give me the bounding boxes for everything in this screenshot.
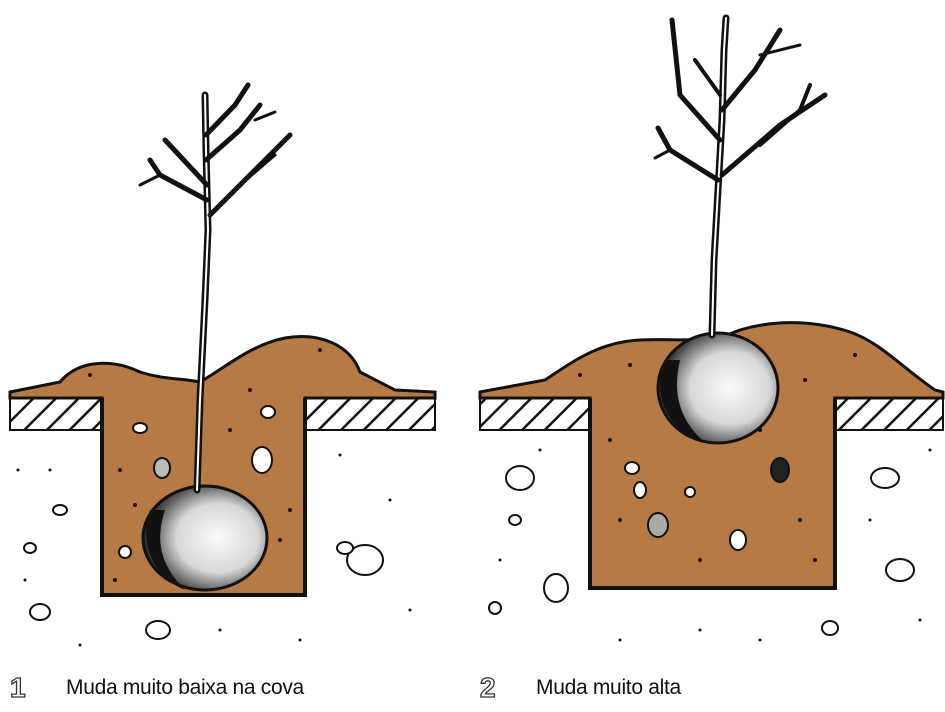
panel-number-1: 1	[10, 672, 44, 704]
caption-panel-2: 2 Muda muito alta	[480, 668, 681, 708]
caption-text-2: Muda muito alta	[536, 676, 681, 700]
root-ball-low	[143, 486, 267, 590]
ground-surface-right-2	[835, 398, 943, 430]
seedling-trunk-high	[655, 18, 825, 335]
ground-surface-left	[10, 398, 102, 430]
caption-panel-1: 1 Muda muito baixa na cova	[10, 668, 304, 708]
ground-surface-right	[305, 398, 435, 430]
ground-surface-left-2	[480, 398, 590, 430]
panel-number-2: 2	[480, 672, 514, 704]
panel-2-illustration	[480, 18, 943, 642]
root-ball-high	[658, 333, 778, 443]
panel-1-illustration	[10, 85, 435, 647]
caption-text-1: Muda muito baixa na cova	[66, 676, 304, 700]
